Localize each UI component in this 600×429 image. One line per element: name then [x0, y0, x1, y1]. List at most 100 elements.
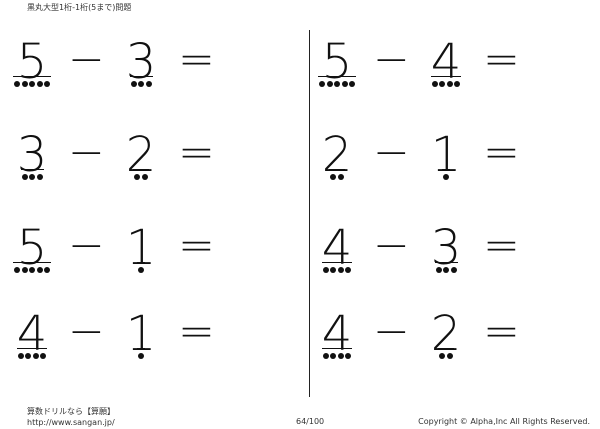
operand-digit: 2 [430, 306, 462, 362]
problem-item: 2−1= [313, 131, 573, 201]
counting-dot [44, 81, 50, 87]
counting-dot [446, 81, 453, 87]
dot-underline [329, 169, 345, 170]
counting-dot [443, 267, 449, 273]
counting-dot [337, 267, 344, 273]
footer-page-number: 64/100 [296, 417, 325, 426]
problem-item: 5−1= [8, 224, 268, 294]
problem-item: 3−2= [8, 131, 268, 201]
equals-sign: = [483, 306, 520, 357]
counting-dot [130, 81, 137, 87]
equals-sign: = [483, 220, 520, 271]
dot-underline [13, 262, 51, 263]
counting-dot [17, 353, 24, 359]
operand-digit: 4 [16, 306, 48, 362]
counting-dot [322, 353, 329, 359]
dot-underline [438, 348, 454, 349]
counting-dot [29, 174, 35, 180]
counting-dot [14, 267, 20, 273]
problem-item: 4−2= [313, 310, 573, 380]
counting-dot [443, 174, 449, 180]
counting-dot [431, 81, 438, 87]
counting-dot [345, 353, 352, 359]
minus-sign: − [68, 34, 105, 85]
footer-url[interactable]: http://www.sangan.jp/ [27, 418, 115, 427]
counting-dot [337, 353, 344, 359]
counting-dot [21, 174, 28, 180]
counting-dot [32, 353, 39, 359]
equals-sign: = [178, 127, 215, 178]
problem-item: 4−3= [313, 224, 573, 294]
counting-dot [337, 174, 344, 180]
counting-dot [138, 267, 144, 273]
counting-dot [435, 267, 442, 273]
counting-dots [330, 174, 344, 180]
dot-underline [321, 348, 353, 349]
equals-sign: = [178, 220, 215, 271]
worksheet-header-title: 黒丸大型1桁-1桁(5まで)問題 [27, 3, 132, 12]
minus-sign: − [68, 306, 105, 357]
counting-dot [44, 267, 50, 273]
problem-item: 4−1= [8, 310, 268, 380]
minus-sign: − [68, 220, 105, 271]
dot-underline [321, 262, 353, 263]
problem-item: 5−4= [313, 38, 573, 108]
operand-digit: 4 [321, 220, 353, 276]
minus-sign: − [373, 127, 410, 178]
counting-dot [326, 81, 333, 87]
operand-digit: 1 [125, 306, 157, 362]
counting-dot [145, 81, 152, 87]
dot-underline [133, 169, 149, 170]
counting-dots [138, 267, 144, 273]
column-divider [309, 30, 310, 397]
counting-dot [330, 353, 337, 359]
counting-dot [138, 353, 144, 359]
dot-underline [16, 348, 48, 349]
counting-dot [439, 81, 446, 87]
counting-dot [25, 353, 32, 359]
minus-sign: − [68, 127, 105, 178]
dot-underline [137, 262, 145, 263]
operand-digit: 3 [16, 127, 48, 183]
counting-dot [319, 81, 325, 87]
counting-dots [14, 267, 50, 273]
counting-dot [29, 267, 35, 273]
footer-left: 算数ドリルなら【算願】 http://www.sangan.jp/ [27, 406, 115, 428]
counting-dots [439, 353, 453, 359]
footer-brand: 算数ドリルなら【算願】 [27, 407, 115, 416]
counting-dots [319, 81, 355, 87]
counting-dots [138, 353, 144, 359]
footer-copyright: Copyright © Alpha,Inc All Rights Reserve… [418, 417, 590, 426]
dot-underline [442, 169, 450, 170]
equals-sign: = [483, 34, 520, 85]
minus-sign: − [373, 34, 410, 85]
counting-dots [130, 81, 152, 87]
operand-digit: 4 [430, 34, 462, 90]
counting-dot [141, 174, 148, 180]
counting-dot [36, 81, 43, 87]
dot-underline [20, 169, 44, 170]
counting-dots [14, 81, 50, 87]
operand-digit: 4 [321, 306, 353, 362]
counting-dot [439, 353, 446, 359]
counting-dots [443, 174, 449, 180]
counting-dot [330, 174, 337, 180]
dot-underline [129, 76, 153, 77]
counting-dot [14, 81, 20, 87]
equals-sign: = [483, 127, 520, 178]
dot-underline [318, 76, 356, 77]
counting-dots [134, 174, 148, 180]
minus-sign: − [373, 306, 410, 357]
counting-dot [330, 267, 337, 273]
operand-digit: 5 [321, 34, 353, 90]
dot-underline [13, 76, 51, 77]
counting-dot [29, 81, 35, 87]
counting-dots [435, 267, 457, 273]
operand-digit: 3 [125, 34, 157, 90]
counting-dot [446, 353, 453, 359]
counting-dot [36, 267, 43, 273]
operand-digit: 1 [430, 127, 462, 183]
counting-dot [21, 81, 28, 87]
operand-digit: 1 [125, 220, 157, 276]
operand-digit: 2 [321, 127, 353, 183]
